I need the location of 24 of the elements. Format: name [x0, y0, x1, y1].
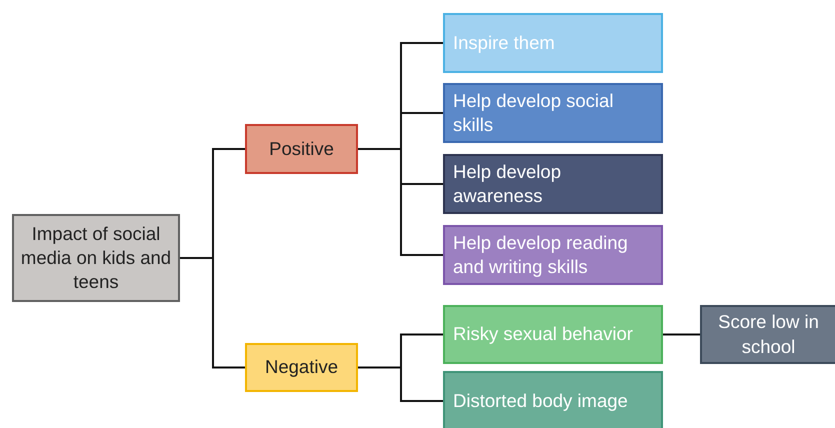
- item-box: [700, 305, 835, 364]
- node-label: Risky sexual behavior: [453, 322, 633, 346]
- node-label: Inspire them: [453, 30, 555, 55]
- item-box: [443, 305, 663, 364]
- item-box: [443, 371, 663, 428]
- node-label: Score low in school: [717, 310, 820, 358]
- category-box: [245, 124, 358, 174]
- category-box: [245, 343, 358, 392]
- connector-line: [180, 257, 245, 368]
- node-label: Negative: [264, 355, 338, 380]
- node-label: Distorted body image: [453, 388, 628, 413]
- node-label: Impact of social media on kids and teens: [20, 222, 172, 294]
- connector-line: [358, 148, 443, 256]
- node-label: Help develop reading and writing skills: [453, 230, 629, 279]
- item-box: [443, 154, 663, 214]
- node-label: Help develop awareness: [453, 160, 562, 208]
- connector-line: [663, 334, 700, 336]
- node-label: Help develop social skills: [453, 88, 614, 137]
- item-box: [443, 225, 663, 285]
- item-box: [443, 83, 663, 143]
- connector-line: [358, 366, 443, 402]
- item-box: [443, 13, 663, 73]
- topic-box: [12, 214, 180, 302]
- node-label: Positive: [269, 136, 334, 161]
